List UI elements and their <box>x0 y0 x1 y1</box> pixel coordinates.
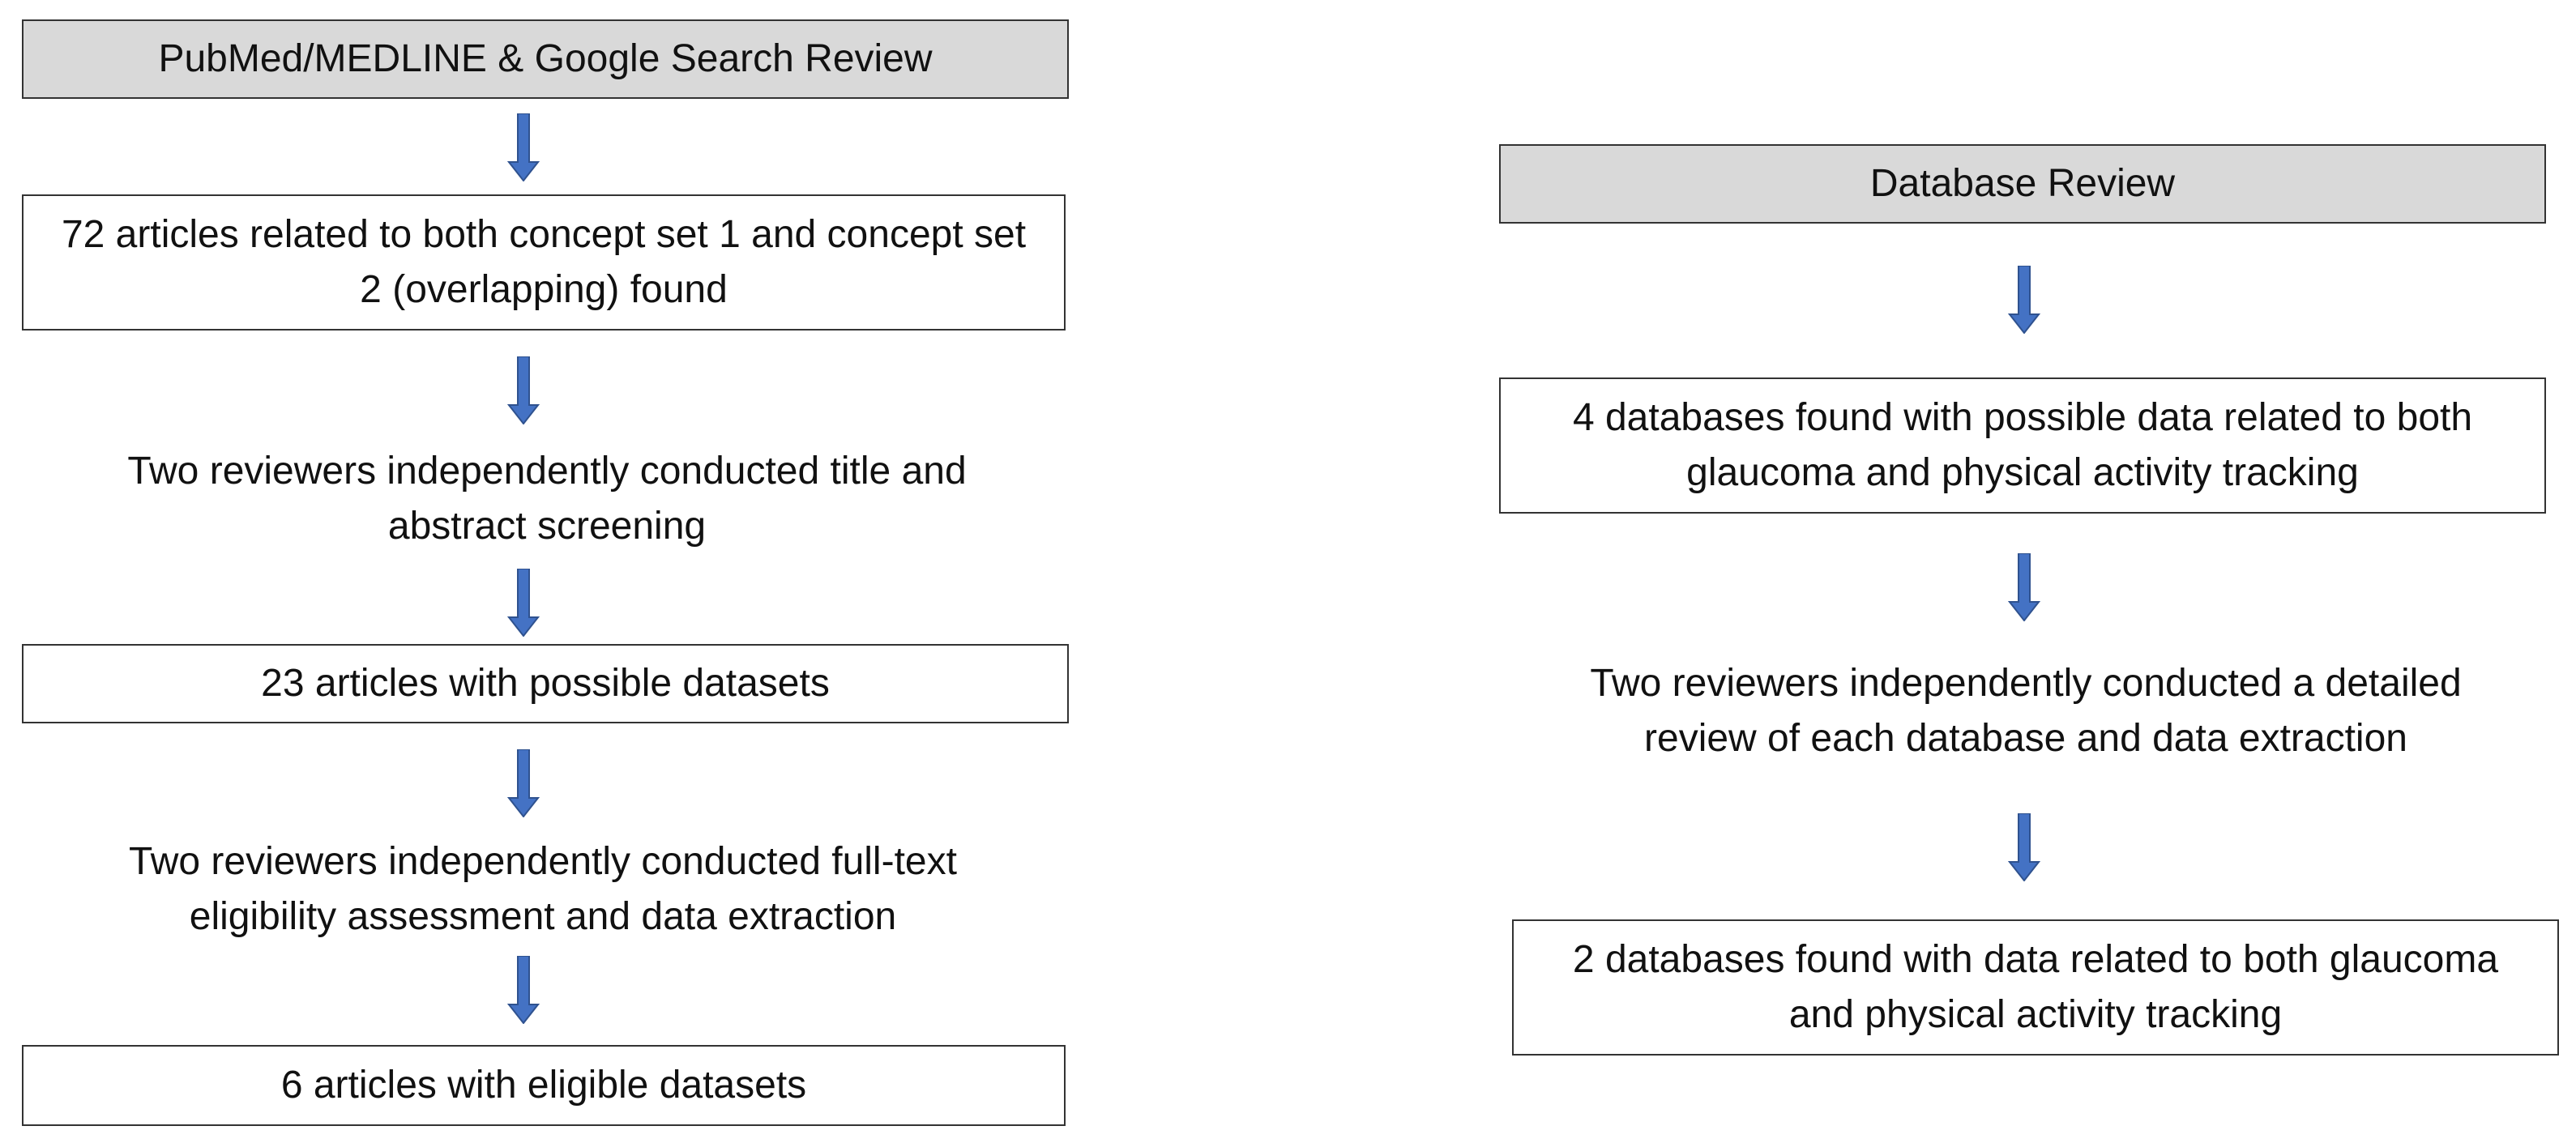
right-step3-label: 2 databases found with data related to b… <box>1572 938 2499 1036</box>
right-step1-label: 4 databases found with possible data rel… <box>1572 396 2473 494</box>
down-arrow-icon <box>507 749 540 817</box>
down-arrow-icon <box>2008 266 2040 334</box>
left-step4-text: Two reviewers independently conducted fu… <box>129 840 957 938</box>
down-arrow-icon <box>507 356 540 424</box>
left-step2-text: Two reviewers independently conducted ti… <box>127 450 967 548</box>
left-step5-box: 6 articles with eligible datasets <box>22 1045 1066 1126</box>
left-step1-box: 72 articles related to both concept set … <box>22 194 1066 331</box>
down-arrow-icon <box>2008 553 2040 621</box>
down-arrow-icon <box>507 113 540 181</box>
right-step1-box: 4 databases found with possible data rel… <box>1499 377 2546 514</box>
left-step3-label: 23 articles with possible datasets <box>261 662 830 705</box>
left-header-box: PubMed/MEDLINE & Google Search Review <box>22 19 1069 99</box>
left-step3-box: 23 articles with possible datasets <box>22 644 1069 723</box>
right-step3-box: 2 databases found with data related to b… <box>1512 919 2559 1056</box>
down-arrow-icon <box>507 569 540 637</box>
left-step1-label: 72 articles related to both concept set … <box>61 213 1027 311</box>
down-arrow-icon <box>2008 813 2040 881</box>
down-arrow-icon <box>507 956 540 1024</box>
right-header-box: Database Review <box>1499 144 2546 224</box>
left-step5-label: 6 articles with eligible datasets <box>280 1064 807 1107</box>
left-header-label: PubMed/MEDLINE & Google Search Review <box>158 37 933 80</box>
right-header-label: Database Review <box>1869 162 2176 205</box>
right-step2-text: Two reviewers independently conducted a … <box>1590 662 2462 760</box>
